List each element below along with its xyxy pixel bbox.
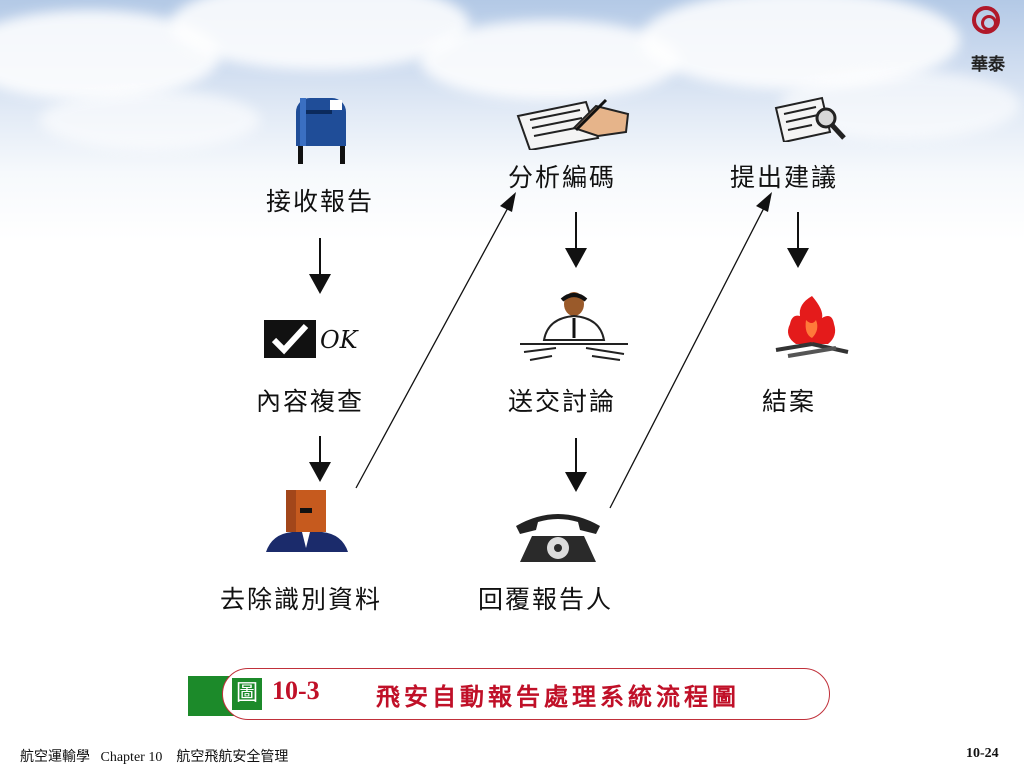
fire-icon [775,296,849,358]
publisher-logo: 華泰 [958,4,1018,75]
footer-course-info: 航空運輸學 Chapter 10 航空飛航安全管理 [20,750,289,765]
logo-ring-icon [972,6,1000,34]
step-reply-reporter: 回覆報告人 [478,585,614,614]
step-close-case: 結案 [762,387,817,416]
step-propose-recommendation: 提出建議 [730,163,839,192]
ok-label: OK [320,326,360,354]
figure-number: 10-3 [272,676,320,705]
writing-hand-icon [516,98,630,150]
caption-box [222,668,830,720]
step-content-review: 內容複查 [256,387,365,416]
page-number: 10-24 [966,746,999,761]
step-submit-discussion: 送交討論 [508,387,617,416]
step-receive-report: 接收報告 [266,187,375,216]
figure-icon: 圖 [232,678,262,710]
sky-background [0,0,1024,240]
logo-text: 華泰 [971,55,1005,75]
ok-checkmark-icon: OK [264,320,360,358]
meeting-person-icon [520,292,628,361]
document-magnifier-icon [774,96,846,142]
masked-person-icon [266,490,348,552]
mailbox-icon [296,98,346,164]
step-analysis-coding: 分析編碼 [508,163,617,192]
telephone-icon [516,514,600,562]
figure-title: 飛安自動報告處理系統流程圖 [376,682,740,711]
step-remove-identification: 去除識別資料 [220,585,383,614]
